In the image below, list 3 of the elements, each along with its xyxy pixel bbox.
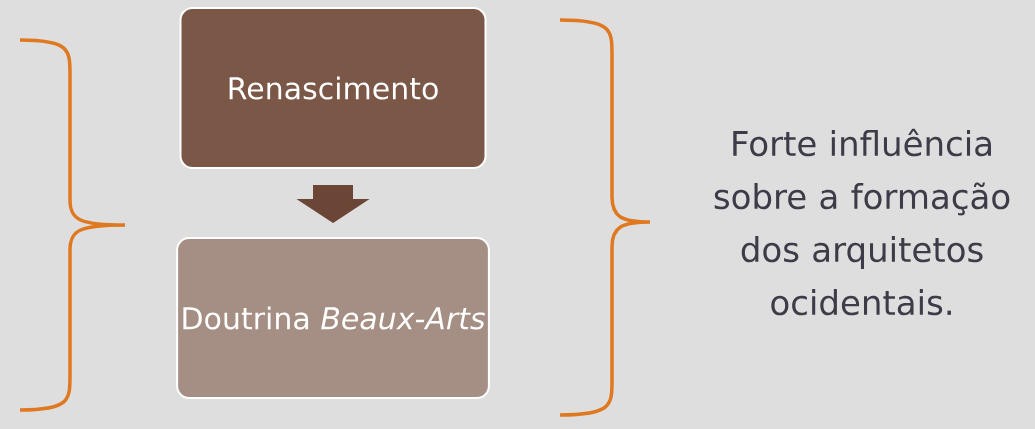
process-box: Doutrina Beaux-Arts xyxy=(176,237,490,399)
note-text: Forte influência sobre a formação dos arquitetos ocidentais. xyxy=(714,128,1010,316)
process-box: Renascimento xyxy=(179,7,487,169)
